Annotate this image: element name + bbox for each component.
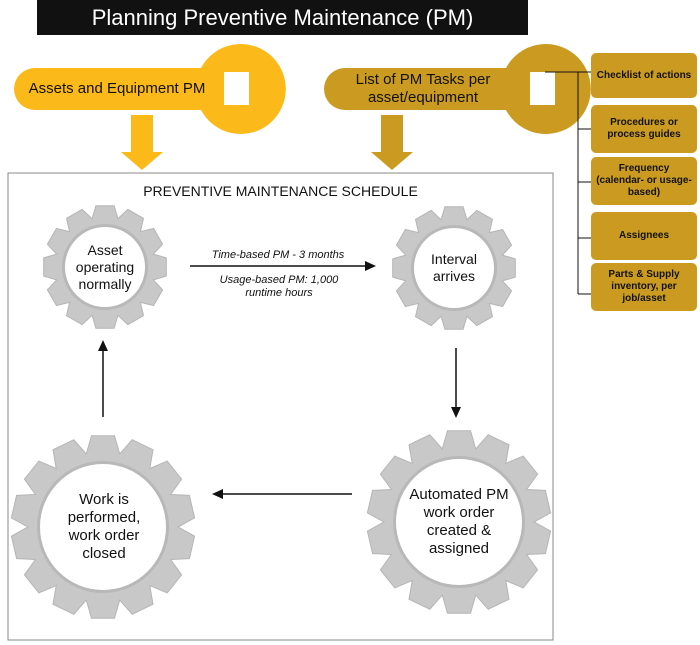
task-item-assignees: Assignees: [591, 212, 697, 260]
wrench-right-label: List of PM Tasks per asset/equipment: [355, 71, 491, 106]
task-bracket: [545, 71, 591, 295]
gear-label-asset-operating: Asset operating normally: [75, 241, 135, 292]
task-item-parts-supply: Parts & Supply inventory, per job/asset: [591, 263, 697, 311]
wrench-left-icon: [14, 44, 286, 134]
wrench-right-icon: [324, 43, 591, 135]
note-usage-based: Usage-based PM: 1,000 runtime hours: [219, 274, 339, 299]
gear-label-work-order-created: Automated PM work order created & assign…: [409, 486, 509, 557]
down-arrow-right-icon: [371, 115, 413, 170]
note-time-based: Time-based PM - 3 months: [211, 249, 345, 261]
arrow-left-icon: [212, 489, 352, 499]
task-item-procedures: Procedures or process guides: [591, 105, 697, 153]
gear-label-interval-arrives: Interval arrives: [431, 251, 477, 284]
task-item-frequency: Frequency (calendar- or usage-based): [591, 157, 697, 205]
arrow-down-icon: [451, 348, 461, 418]
wrench-left-label: Assets and Equipment PM: [28, 80, 206, 97]
task-item-checklist: Checklist of actions: [591, 53, 697, 98]
gear-asset-operating-icon: [43, 205, 167, 329]
arrow-up-icon: [98, 340, 108, 417]
gear-work-performed-icon: [10, 435, 196, 619]
page-title: Planning Preventive Maintenance (PM): [37, 0, 528, 35]
gear-label-work-performed: Work is performed, work order closed: [67, 491, 141, 562]
schedule-title: PREVENTIVE MAINTENANCE SCHEDULE: [143, 183, 418, 199]
gear-interval-arrives-icon: [392, 206, 516, 330]
down-arrow-left-icon: [121, 115, 163, 170]
gear-work-order-created-icon: [366, 430, 552, 614]
arrow-right-icon: [190, 261, 376, 271]
